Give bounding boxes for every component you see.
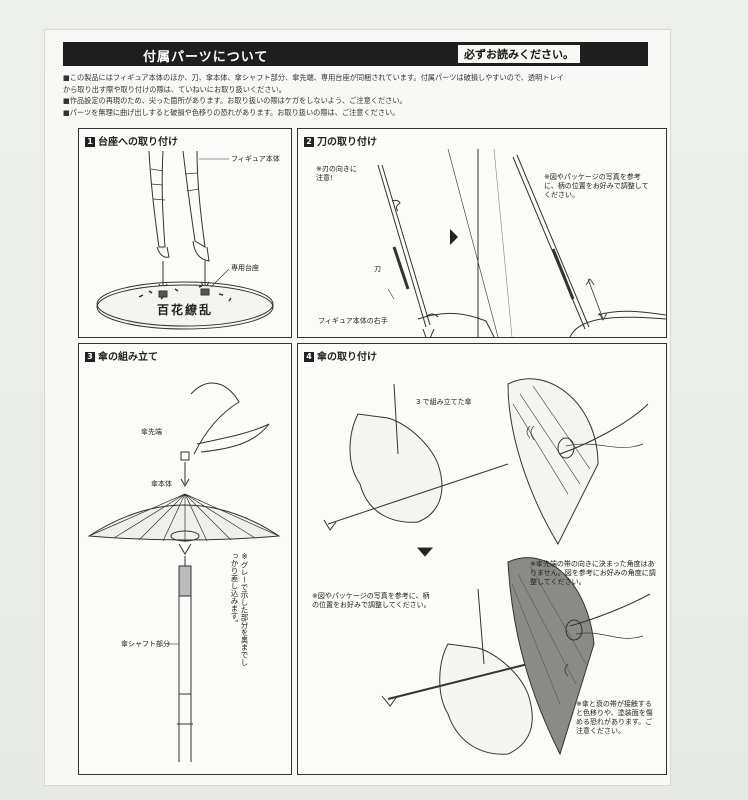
- right-hand-label: フィギュア本体の右手: [318, 317, 388, 325]
- panel-title-text: 台座への取り付け: [98, 137, 178, 148]
- sword-label: 刀: [374, 265, 381, 273]
- step-number: 2: [304, 137, 314, 147]
- instruction-sheet: 付属パーツについて 必ずお読みください。 ■この製品にはフィギュア本体のほか、刀…: [45, 30, 670, 785]
- adjust-handle-note: ※図やパッケージの写真を参考に、柄の位置をお好みで調整してください。: [544, 173, 649, 199]
- umbrella-tip-label: 傘先端: [141, 428, 162, 436]
- header-title: 付属パーツについて: [143, 50, 269, 65]
- sword-attach-illustration: [377, 148, 666, 337]
- note-line: ■パーツを無理に曲げ出しすると破損や色移りの恐れがあります。お取り扱いの際は、ご…: [63, 107, 400, 117]
- base-label: 専用台座: [231, 264, 259, 272]
- color-transfer-note: ※傘と衰の帯が接触すると色移りや、塗装面を傷める恐れがあります。ご注意ください。: [576, 700, 653, 735]
- header-bar: 付属パーツについて 必ずお読みください。: [63, 42, 648, 66]
- step-number: 1: [85, 137, 95, 147]
- note-line: ■この製品にはフィギュア本体のほか、刀、傘本体、傘シャフト部分、傘先端、専用台座…: [63, 73, 564, 82]
- blade-direction-note: ※刃の向きに注意!: [316, 165, 357, 182]
- assembled-umbrella-label: 3 で組み立てた傘: [416, 398, 472, 406]
- panel-title-text: 刀の取り付け: [317, 137, 377, 148]
- step-number: 4: [304, 352, 314, 362]
- handle-position-note: ※図やパッケージの写真を参考に、柄の位置をお好みで調整してください。: [312, 592, 431, 609]
- figure-label: フィギュア本体: [231, 155, 280, 163]
- umbrella-assembly-illustration: [87, 382, 281, 762]
- base-attach-illustration: [96, 150, 274, 330]
- umbrella-body-label: 傘本体: [151, 480, 172, 488]
- must-read-badge: 必ずお読みください。: [458, 45, 580, 63]
- panel-title-text: 傘の取り付け: [317, 352, 377, 363]
- step-number: 3: [85, 352, 95, 362]
- panel-title-text: 傘の組み立て: [98, 352, 158, 363]
- note-line: ■作品設定の再現のため、尖った箇所があります。お取り扱いの際はケガをしないよう、…: [63, 96, 407, 105]
- note-line: から取り出す際や取り付けの際は、ていねいにお取り扱いください。: [63, 84, 286, 94]
- base-logo: 百花繚乱: [157, 303, 214, 317]
- gray-part-note: ※グレーで示した部分を奥までしっかり差し込みます。: [230, 552, 249, 666]
- umbrella-shaft-label: 傘シャフト部分: [121, 640, 170, 648]
- umbrella-attach-illustration: [323, 378, 651, 756]
- notes-block: ■この製品にはフィギュア本体のほか、刀、傘本体、傘シャフト部分、傘先端、専用台座…: [63, 72, 653, 118]
- tip-angle-note: ※傘先端の帯の向きに決まった角度はありません。図を参考にお好みの角度に調整してく…: [530, 560, 656, 586]
